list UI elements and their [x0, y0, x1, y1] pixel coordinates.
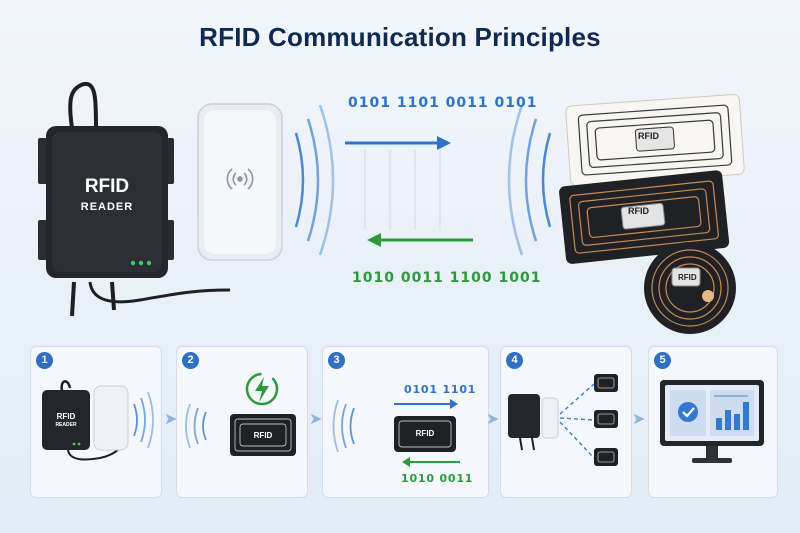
step-1-reader	[42, 380, 154, 461]
step-4-panel	[500, 346, 632, 498]
step-1-reader-label-1: RFID	[56, 412, 76, 421]
tag-waves	[507, 104, 552, 256]
step-3-badge: 3	[328, 352, 345, 369]
check-icon	[678, 402, 698, 422]
step-arrow-2: ➤	[309, 411, 323, 428]
step-arrow-4: ➤	[632, 411, 646, 428]
tag-to-reader-bits: 1010 0011 1100 1001	[352, 270, 542, 286]
step-3-tag-label: RFID	[415, 429, 435, 438]
step-1-reader-label-2: READER	[55, 422, 77, 428]
step-arrow-3: ➤	[486, 411, 500, 428]
step-4-graphic	[508, 374, 618, 466]
signal-streaks	[364, 150, 441, 230]
tag-label-1: RFID	[638, 131, 659, 141]
antenna-icon	[226, 168, 254, 190]
reader-to-tag-bits: 0101 1101 0011 0101	[348, 95, 538, 111]
reader-label-line1: RFID	[84, 176, 130, 197]
rfid-tag-black	[559, 170, 730, 264]
monitor-dashboard	[660, 380, 764, 463]
reader-waves	[294, 104, 335, 256]
lightning-charge-icon	[245, 372, 279, 406]
step-3-out-bits: 0101 1101	[404, 383, 477, 396]
page-title: RFID Communication Principles	[199, 22, 601, 52]
step-1-badge: 1	[36, 352, 53, 369]
antenna-panel	[197, 103, 283, 261]
bar-chart-icon	[716, 402, 749, 430]
rfid-reader-device	[38, 126, 174, 278]
step-4-badge: 4	[506, 352, 523, 369]
step-3-graphic	[332, 399, 460, 467]
return-arrow	[367, 233, 473, 247]
step-2-graphic	[185, 372, 296, 456]
tag-label-2: RFID	[628, 206, 649, 216]
rfid-tag-round	[644, 242, 736, 334]
step-5-badge: 5	[654, 352, 671, 369]
reader-label-line2: READER	[80, 201, 134, 213]
step-2-tag-label: RFID	[253, 431, 273, 440]
step-2-badge: 2	[182, 352, 199, 369]
step-3-in-bits: 1010 0011	[401, 472, 474, 485]
forward-arrow	[345, 136, 451, 150]
step-arrow-1: ➤	[164, 411, 178, 428]
tag-label-3: RFID	[678, 273, 697, 282]
